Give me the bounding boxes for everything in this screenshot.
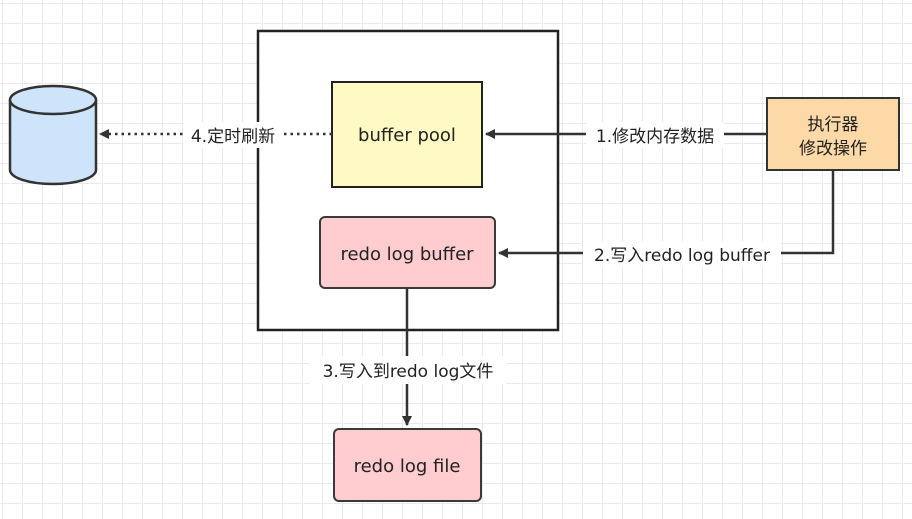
edge-step3: 3.写入到redo log文件 [310,288,506,426]
step4-label: 4.定时刷新 [191,127,275,147]
redo-log-buffer-label: redo log buffer [340,244,474,265]
step2-label: 2.写入redo log buffer [594,246,770,266]
edge-step4: 4.定时刷新 [99,122,332,148]
step1-label: 1.修改内存数据 [596,127,714,147]
executor-label-line2: 修改操作 [799,139,867,159]
redo-log-file-node[interactable]: redo log file [333,428,482,502]
redo-log-buffer-node[interactable]: redo log buffer [319,216,496,289]
buffer-pool-node[interactable]: buffer pool [331,81,483,188]
buffer-pool-label: buffer pool [358,125,456,146]
redo-log-file-label: redo log file [354,456,461,477]
executor-label-line1: 执行器 [808,115,859,135]
edge-step1: 1.修改内存数据 [485,122,767,148]
edge-step2: 2.写入redo log buffer [498,170,835,267]
database-icon [8,84,98,186]
step3-label: 3.写入到redo log文件 [323,362,494,382]
executor-node[interactable]: 执行器 修改操作 [766,97,900,171]
